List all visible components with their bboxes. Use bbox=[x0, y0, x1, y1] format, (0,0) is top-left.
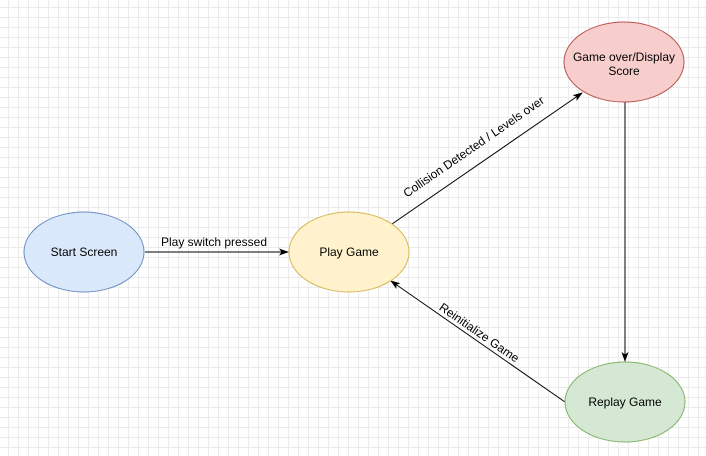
node-play-game[interactable]: Play Game bbox=[288, 211, 410, 293]
edge-play-to-gameover[interactable]: Collision Detected / Levels over bbox=[391, 92, 583, 225]
node-start-screen-label: Start Screen bbox=[51, 245, 118, 259]
node-game-over-shape[interactable] bbox=[563, 21, 685, 103]
node-replay-game-shape[interactable] bbox=[564, 361, 686, 443]
node-game-over[interactable]: Game over/Display Score bbox=[563, 21, 685, 103]
edge-play-to-gameover-label: Collision Detected / Levels over bbox=[401, 93, 547, 200]
edge-replay-to-play-label: Reinitialize Game bbox=[437, 300, 522, 365]
edge-play-to-gameover-line[interactable] bbox=[391, 92, 583, 225]
edge-start-to-play-label: Play switch pressed bbox=[161, 235, 267, 249]
node-play-game-shape[interactable] bbox=[288, 211, 410, 293]
node-replay-game[interactable]: Replay Game bbox=[564, 361, 686, 443]
node-play-game-label: Play Game bbox=[319, 245, 379, 259]
node-replay-game-label: Replay Game bbox=[588, 395, 662, 409]
edge-start-to-play[interactable]: Play switch pressed bbox=[145, 235, 289, 256]
node-game-over-label-line1: Game over/Display bbox=[573, 50, 675, 64]
edge-replay-to-play[interactable]: Reinitialize Game bbox=[390, 280, 566, 403]
node-game-over-label-line2: Score bbox=[608, 64, 640, 78]
node-start-screen-shape[interactable] bbox=[23, 211, 145, 293]
edge-replay-to-play-line[interactable] bbox=[390, 280, 566, 403]
node-start-screen[interactable]: Start Screen bbox=[23, 211, 145, 293]
